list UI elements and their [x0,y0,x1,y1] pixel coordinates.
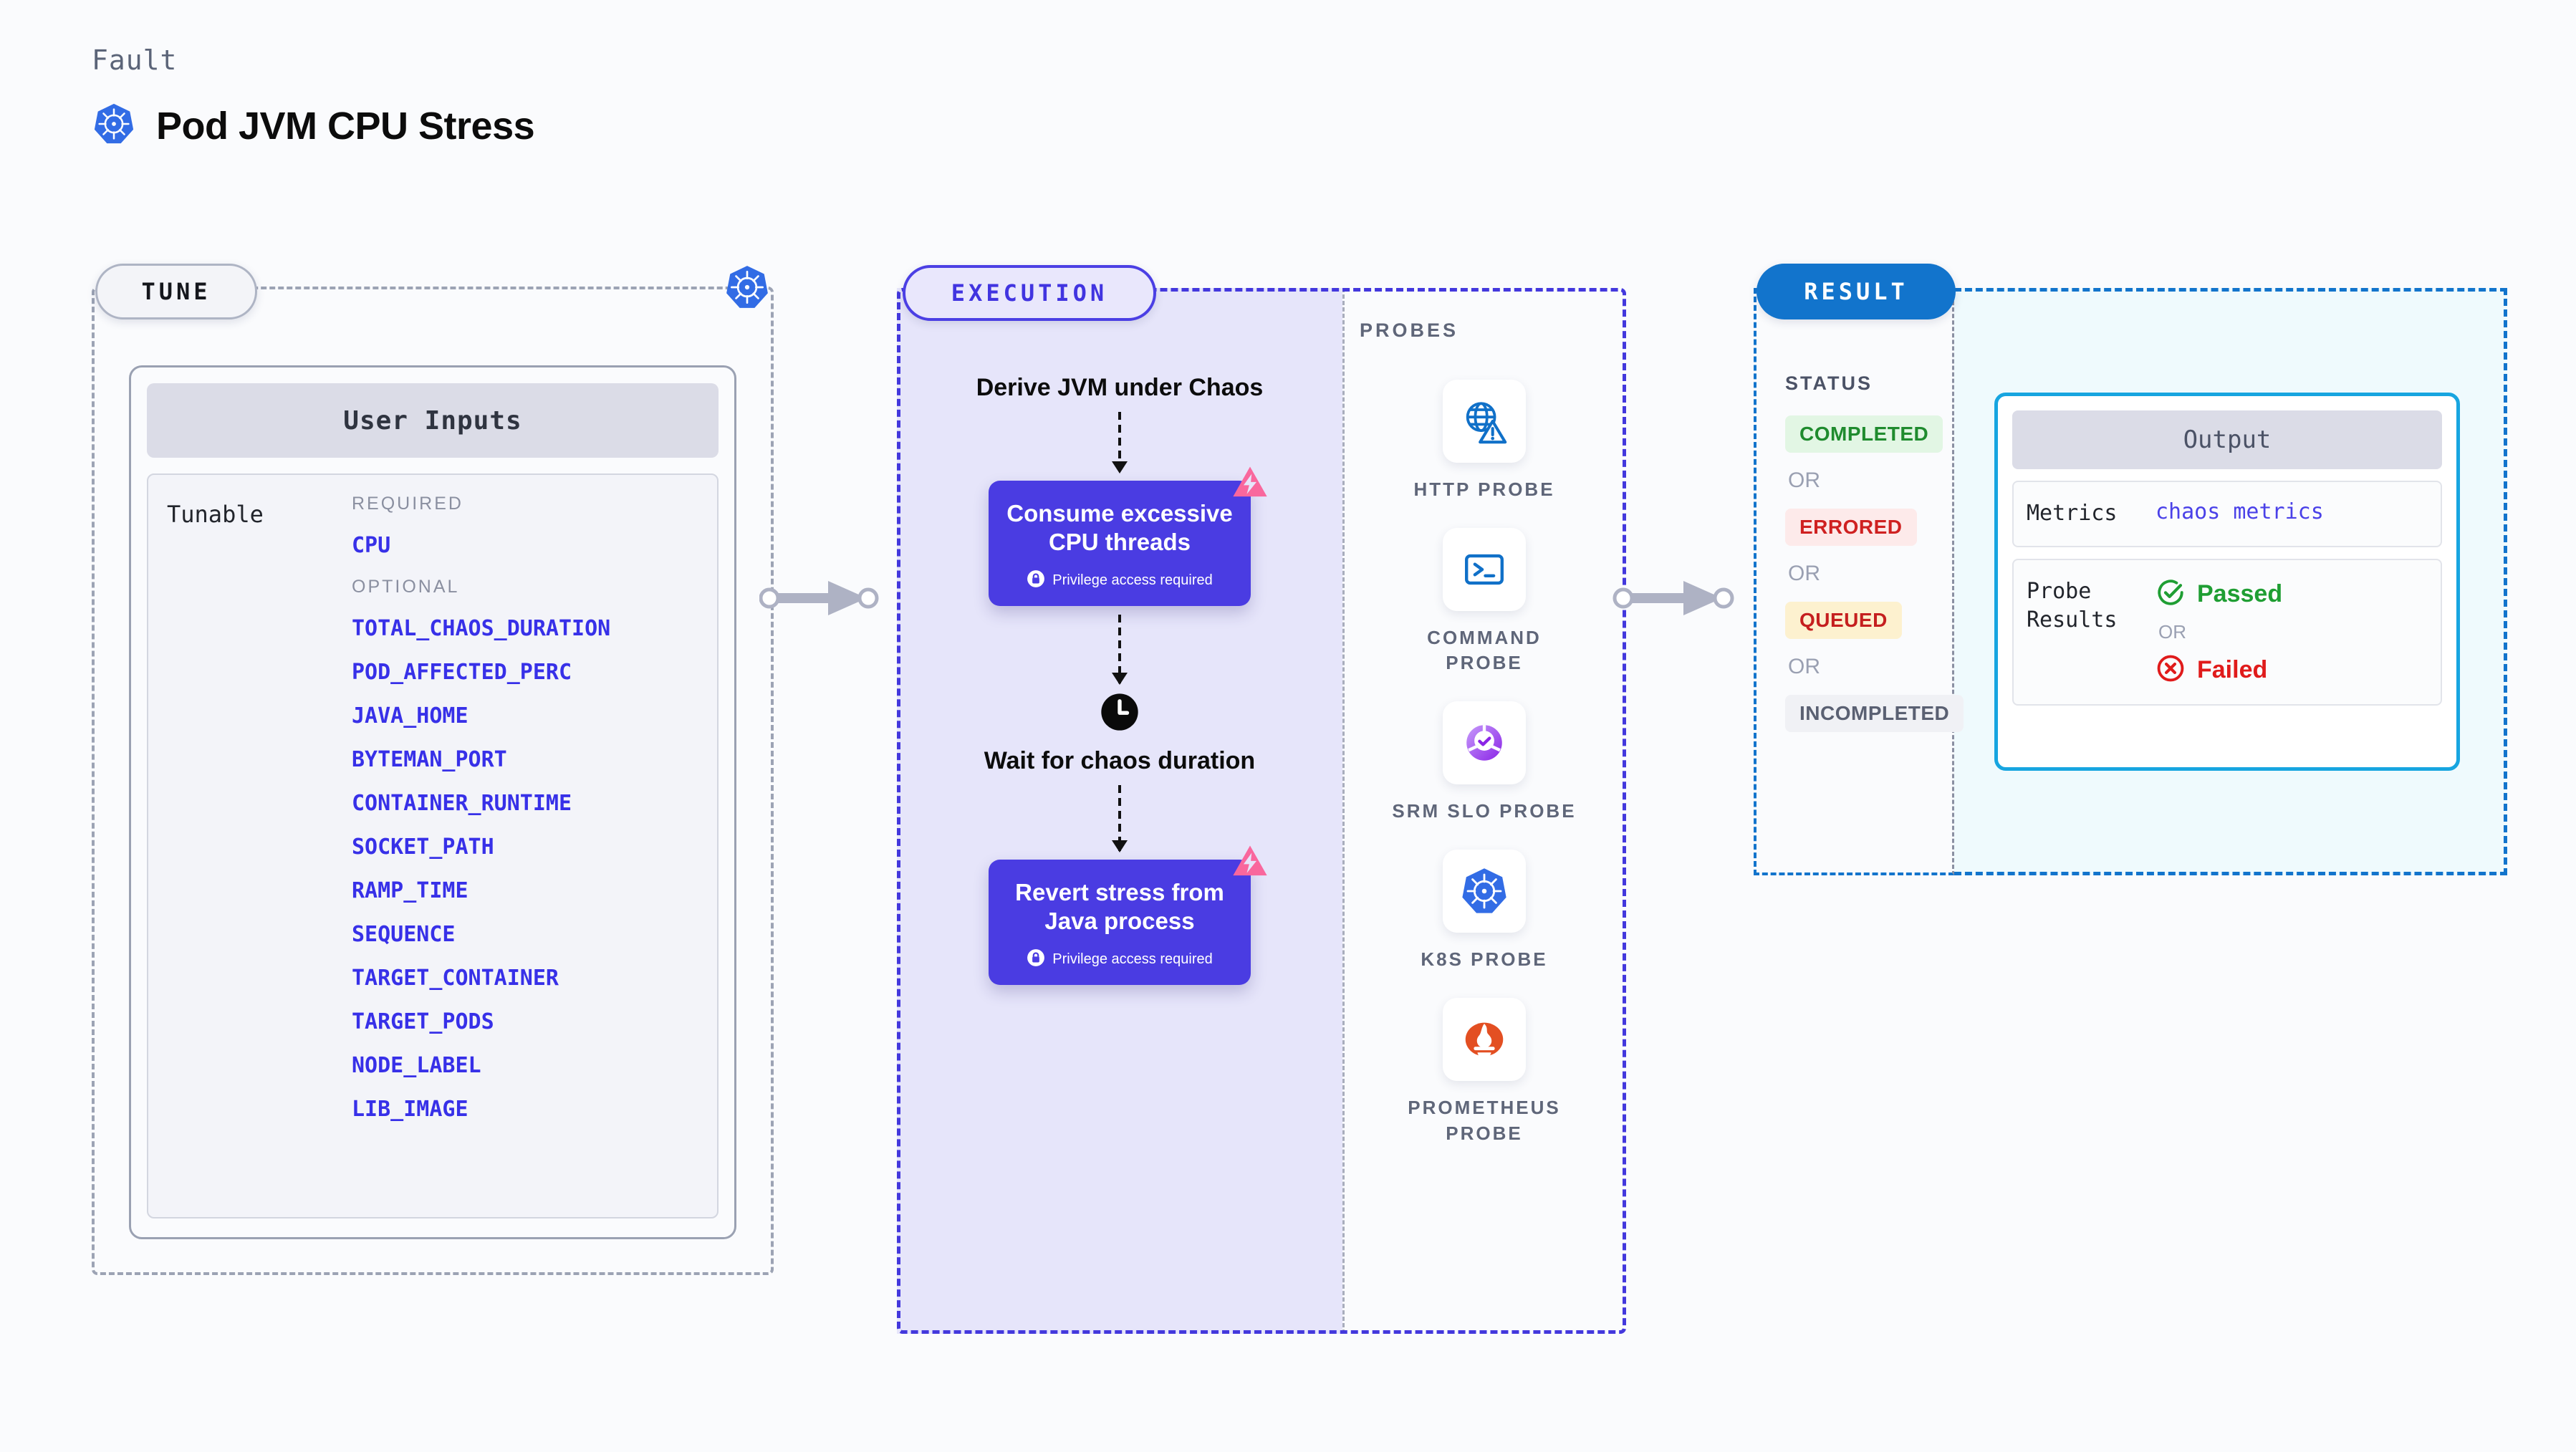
probe-item-command[interactable]: COMMAND PROBE [1391,528,1577,675]
param-link[interactable]: SOCKET_PATH [352,835,494,860]
passed-label: Passed [2197,580,2283,607]
probe-item-k8s[interactable]: K8S PROBE [1391,850,1577,972]
metrics-key: Metrics [2027,501,2118,526]
clock-icon [1100,692,1140,736]
param-link[interactable]: TARGET_PODS [352,1009,494,1034]
chaos-badge-icon [1231,463,1269,506]
kubernetes-icon [1443,850,1526,933]
privilege-text: Privilege access required [1052,951,1213,967]
tune-stage-pill[interactable]: TUNE [95,264,257,319]
user-inputs-card: User Inputs Tunable REQUIRED CPU OPTIONA… [129,365,736,1239]
execution-stage-boundary [897,288,1626,1334]
required-group-label: REQUIRED [352,494,463,514]
status-badge-errored: ERRORED [1785,509,1917,546]
probe-result-passed: Passed [2156,577,2282,611]
output-row-probe-results: Probe Results Passed OR [2012,558,2442,706]
page-header: Fault Pod JVM CPU Stress [92,44,535,150]
page-title: Pod JVM CPU Stress [156,104,535,148]
connector-execution-to-result [1613,581,1734,615]
output-card: Output Metrics chaos metrics Probe Resul… [1994,393,2460,771]
status-list: COMPLETED OR ERRORED OR QUEUED OR INCOMP… [1785,415,1964,732]
flow-arrow [1118,784,1121,851]
result-status-boundary [1754,288,1954,875]
action-card-revert-stress[interactable]: Revert stress from Java process Privileg… [989,845,1267,985]
probe-label: SRM SLO PROBE [1392,800,1577,822]
action-card-consume-cpu[interactable]: Consume excessive CPU threads Privilege … [989,466,1267,606]
param-link[interactable]: RAMP_TIME [352,878,468,903]
param-column: REQUIRED CPU OPTIONAL TOTAL_CHAOS_DURATI… [352,494,610,1217]
optional-group-label: OPTIONAL [352,577,460,597]
tunable-label: Tunable [167,501,264,528]
flow-step-label: Derive JVM under Chaos [976,374,1264,401]
probes-section-label: PROBES [1360,319,1459,341]
lock-icon [1027,948,1045,971]
privilege-note: Privilege access required [1003,948,1236,971]
privilege-note: Privilege access required [1003,569,1236,592]
output-row-metrics: Metrics chaos metrics [2012,481,2442,547]
param-link[interactable]: SEQUENCE [352,922,456,947]
status-badge-completed: COMPLETED [1785,415,1943,453]
probe-label: HTTP PROBE [1413,479,1555,500]
globe-warning-icon [1443,380,1526,463]
failed-label: Failed [2197,655,2268,683]
probe-label: COMMAND PROBE [1427,627,1542,674]
privilege-text: Privilege access required [1052,572,1213,588]
check-circle-icon [2156,577,2186,611]
param-link[interactable]: TARGET_CONTAINER [352,966,559,991]
flow-arrow [1118,411,1121,472]
output-card-header: Output [2012,410,2442,469]
or-label: OR [1788,562,1820,585]
chaos-badge-icon [1231,842,1269,885]
tunable-section: Tunable REQUIRED CPU OPTIONAL TOTAL_CHAO… [147,473,719,1218]
prometheus-icon [1443,998,1526,1082]
action-card-title: Revert stress from Java process [1015,878,1224,934]
param-link[interactable]: NODE_LABEL [352,1053,481,1078]
flow-step-label: Wait for chaos duration [984,747,1256,774]
param-link[interactable]: POD_AFFECTED_PERC [352,660,572,685]
flow-arrow [1118,615,1121,683]
status-section-label: STATUS [1785,372,1873,394]
lock-icon [1027,569,1045,592]
probe-label: K8S PROBE [1421,948,1548,971]
execution-stage-pill[interactable]: EXECUTION [903,265,1156,321]
or-label: OR [2158,620,2186,643]
kubernetes-icon [724,264,771,314]
metrics-value-link[interactable]: chaos metrics [2156,499,2324,524]
param-link[interactable]: LIB_IMAGE [352,1097,468,1122]
param-link[interactable]: BYTEMAN_PORT [352,747,507,772]
terminal-icon [1443,528,1526,612]
result-stage-pill[interactable]: RESULT [1756,264,1956,319]
param-link[interactable]: CONTAINER_RUNTIME [352,791,572,816]
status-badge-queued: QUEUED [1785,602,1902,639]
x-circle-icon [2156,653,2186,687]
probe-results-key: Probe Results [2027,578,2118,633]
action-card-title: Consume excessive CPU threads [1006,499,1233,555]
status-badge-incompleted: INCOMPLETED [1785,695,1964,732]
user-inputs-header: User Inputs [147,383,719,458]
srm-slo-icon [1443,701,1526,785]
probe-item-prometheus[interactable]: PROMETHEUS PROBE [1391,998,1577,1145]
or-label: OR [1788,655,1820,678]
eyebrow-label: Fault [92,44,178,76]
probe-result-failed: Failed [2156,653,2282,687]
probe-results-values: Passed OR Failed [2156,577,2282,687]
or-label: OR [1788,468,1820,492]
param-link[interactable]: CPU [352,533,391,558]
title-row: Pod JVM CPU Stress [92,102,535,150]
kubernetes-icon [92,102,136,150]
param-link[interactable]: JAVA_HOME [352,703,468,729]
probe-label: PROMETHEUS PROBE [1408,1097,1561,1144]
probe-item-srm-slo[interactable]: SRM SLO PROBE [1391,701,1577,824]
probes-list: HTTP PROBE COMMAND PROBE [1342,380,1626,1146]
execution-flow: Derive JVM under Chaos Consume excessive… [897,372,1342,985]
param-link[interactable]: TOTAL_CHAOS_DURATION [352,616,611,641]
connector-tune-to-execution [759,581,879,615]
probe-item-http[interactable]: HTTP PROBE [1391,380,1577,502]
